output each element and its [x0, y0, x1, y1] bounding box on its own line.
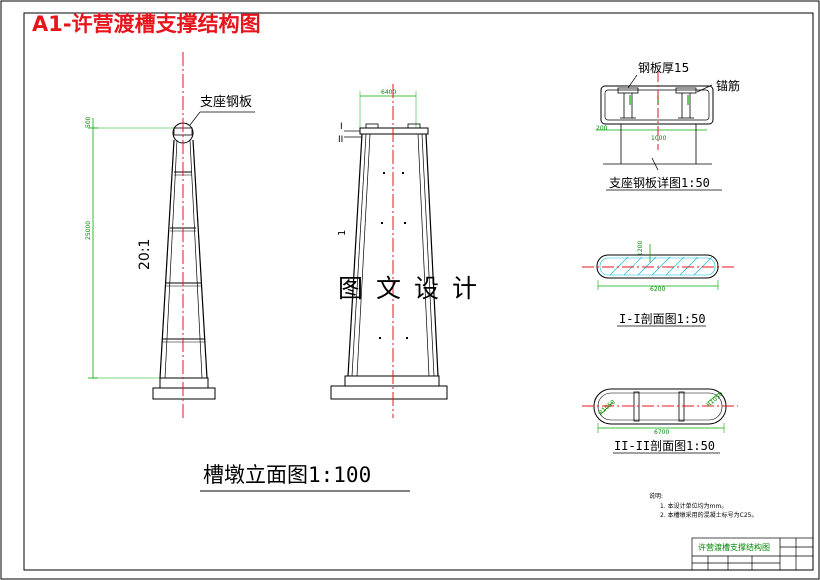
elevation-caption: 槽墩立面图1:100: [203, 463, 372, 487]
drawing-title: A1-许营渡槽支撑结构图: [32, 12, 261, 36]
watermark: 图文设计: [338, 274, 491, 303]
slope-label: 20:1: [137, 238, 153, 270]
title-block-drawing-name: 许营渡槽支撑结构图: [698, 543, 770, 552]
pier-elevation-side: [88, 52, 255, 418]
top-dimension: 500: [85, 116, 92, 128]
plate-thickness-label: 钢板厚15: [638, 61, 690, 75]
note-item-1: 1. 本设计单位均为mm。: [660, 503, 728, 510]
section2-caption: II-II剖面图1:50: [614, 439, 716, 453]
section2-width-dimension: 6700: [654, 429, 670, 436]
support-plate-detail: [596, 72, 722, 191]
section-2-2: [582, 388, 738, 454]
inner-border: [23, 12, 814, 571]
section1-width-dimension: 6200: [650, 286, 666, 293]
section1-height-dimension: 1200: [637, 240, 644, 256]
pier-elevation-front: [330, 84, 448, 418]
note-item-2: 2. 本槽墩采用的混凝土标号为C25。: [660, 512, 758, 519]
plate-side-dimension: 200: [596, 125, 608, 132]
plate-detail-caption: 支座钢板详图1:50: [609, 176, 710, 190]
pier-width-dimension: 6400: [381, 89, 397, 96]
anchor-label: 锚筋: [716, 79, 741, 93]
section-mark-1: I: [340, 122, 343, 132]
side-mark: 1: [337, 229, 348, 236]
plate-width-dimension: 1000: [651, 135, 667, 142]
title-block: [691, 537, 814, 571]
notes-heading: 说明:: [649, 493, 664, 500]
section-mark-2: II: [338, 135, 344, 145]
section-1-1: [582, 244, 735, 327]
support-plate-label: 支座钢板: [200, 95, 253, 110]
height-dimension: 25000: [85, 220, 92, 240]
section1-caption: I-I剖面图1:50: [619, 312, 706, 326]
